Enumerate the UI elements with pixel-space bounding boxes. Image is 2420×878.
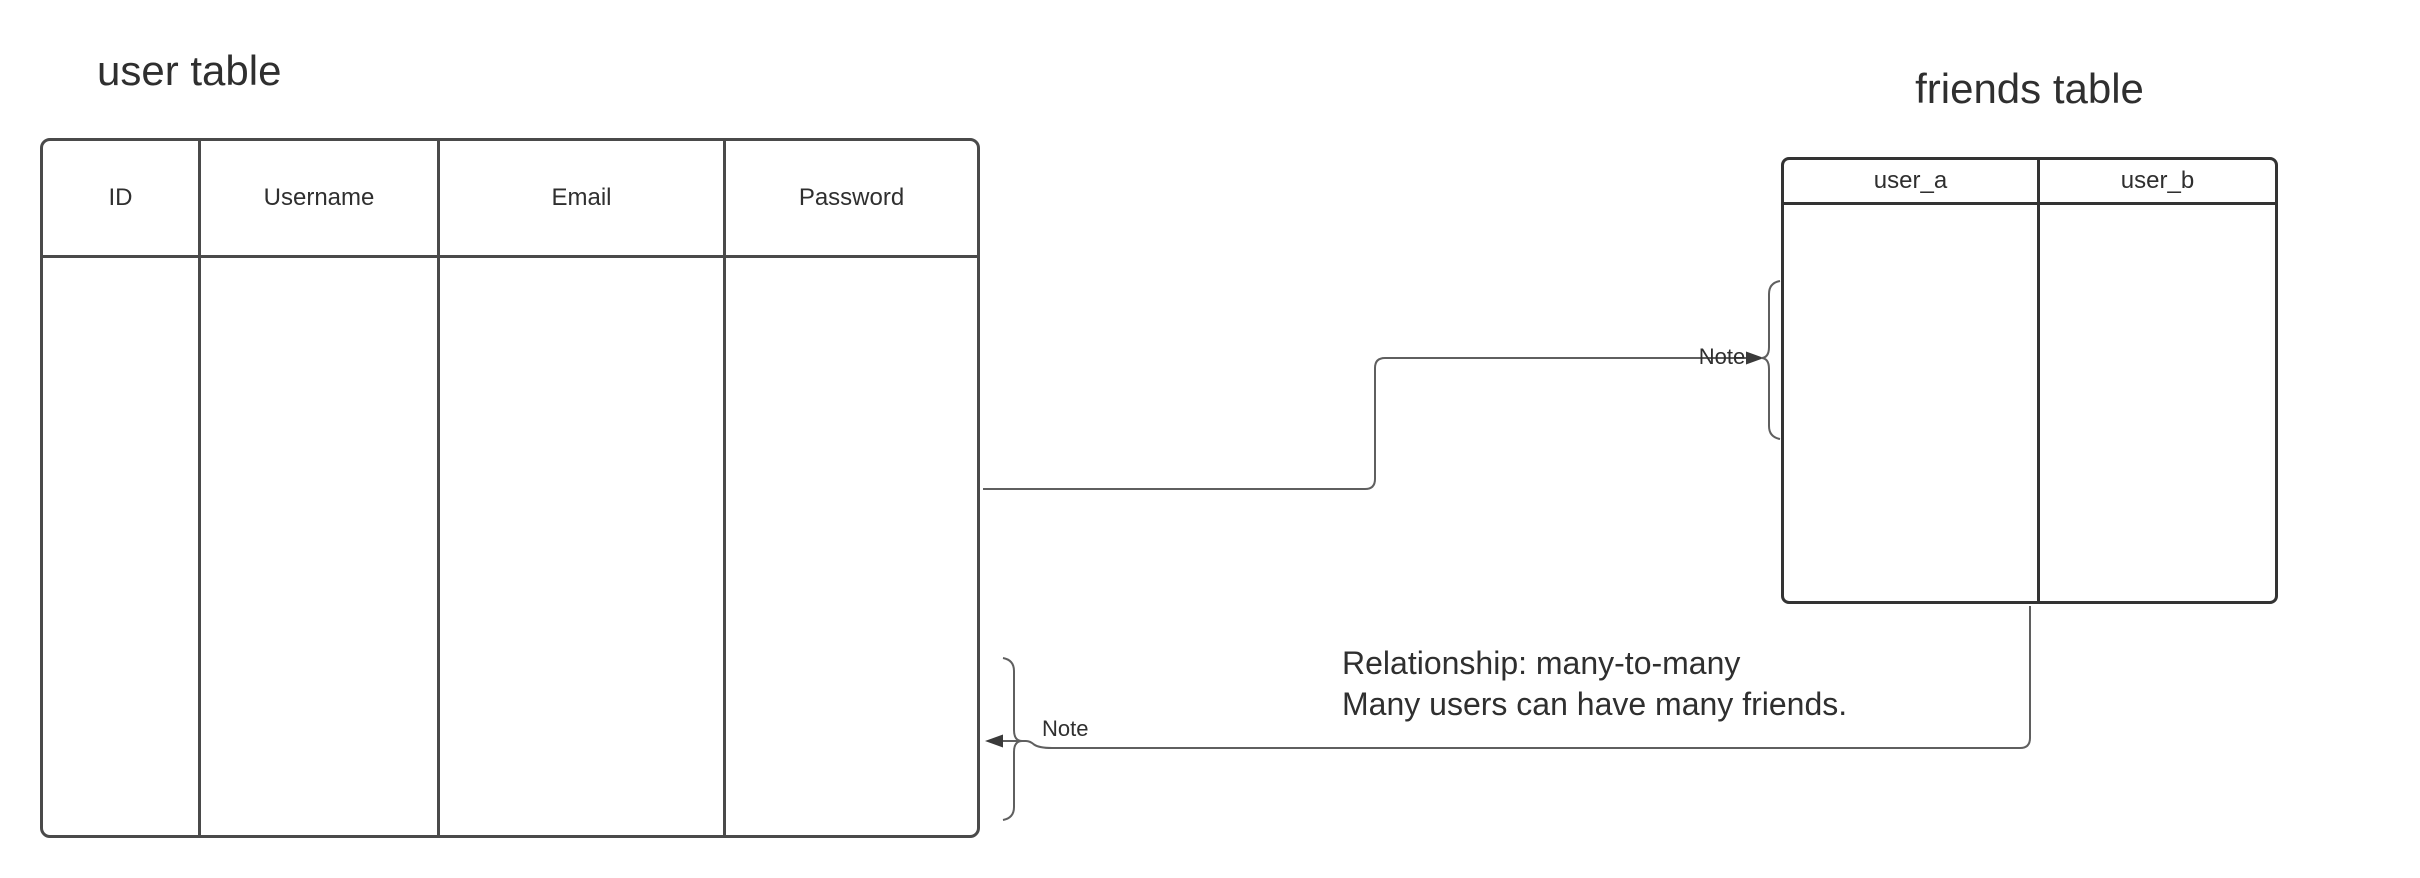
user-table-title[interactable]: user table [97, 47, 282, 94]
note-label-top[interactable]: Note [1698, 344, 1746, 369]
user-table-shape[interactable]: ID Username Email Password [40, 138, 980, 838]
friends-table-shape[interactable]: user_a user_b [1781, 157, 2278, 604]
relationship-annotation-line2: Many users can have many friends. [1342, 686, 1848, 722]
column-header-email: Email [440, 141, 726, 258]
column-header-id: ID [43, 141, 201, 258]
table-cell-empty [2040, 205, 2275, 601]
column-header-user-a: user_a [1784, 160, 2040, 205]
curly-brace-right-icon [1002, 657, 1023, 821]
table-cell-empty [1784, 205, 2040, 601]
edge-user-to-friends[interactable] [983, 357, 1747, 490]
relationship-annotation[interactable]: Relationship: many-to-many Many users ca… [1342, 643, 1847, 725]
table-cell-empty [43, 258, 201, 835]
column-header-username: Username [201, 141, 440, 258]
table-cell-empty [440, 258, 726, 835]
arrowhead-left-icon [985, 734, 1003, 748]
friends-table-title[interactable]: friends table [1915, 65, 2144, 112]
table-cell-empty [201, 258, 440, 835]
note-label-bottom[interactable]: Note [1042, 716, 1089, 741]
relationship-annotation-line1: Relationship: many-to-many [1342, 645, 1741, 681]
column-header-user-b: user_b [2040, 160, 2275, 205]
table-cell-empty [726, 258, 977, 835]
column-header-password: Password [726, 141, 977, 258]
